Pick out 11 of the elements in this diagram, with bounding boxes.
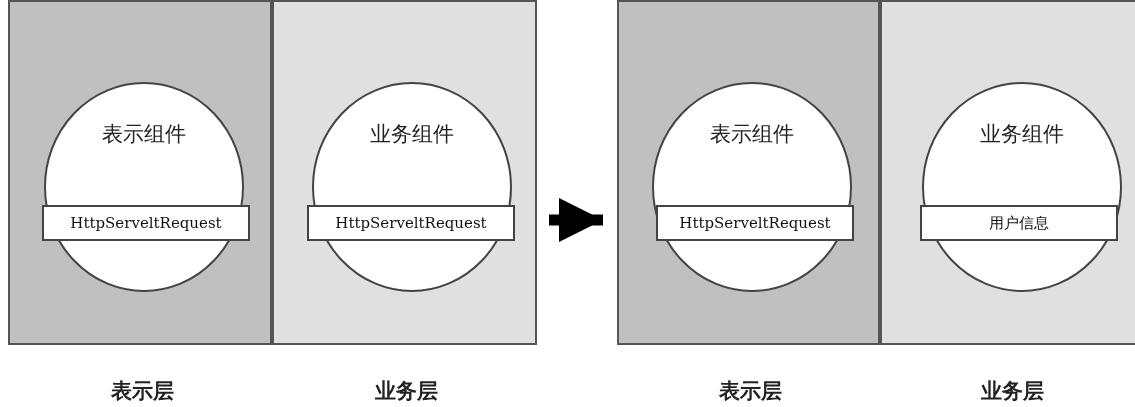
component-circle: 表示组件 HttpServeltRequest [652, 82, 852, 292]
layer-label: 表示层 [109, 378, 175, 405]
layer-label: 表示层 [718, 378, 783, 405]
layer-label: 业务层 [979, 378, 1045, 405]
data-box: HttpServeltRequest [307, 205, 515, 241]
component-circle: 业务组件 用户信息 [922, 82, 1122, 292]
data-box: 用户信息 [920, 205, 1118, 241]
layer-label: 业务层 [374, 378, 439, 405]
data-box: HttpServeltRequest [42, 205, 250, 241]
arrow [549, 198, 603, 242]
data-box: HttpServeltRequest [656, 205, 854, 241]
